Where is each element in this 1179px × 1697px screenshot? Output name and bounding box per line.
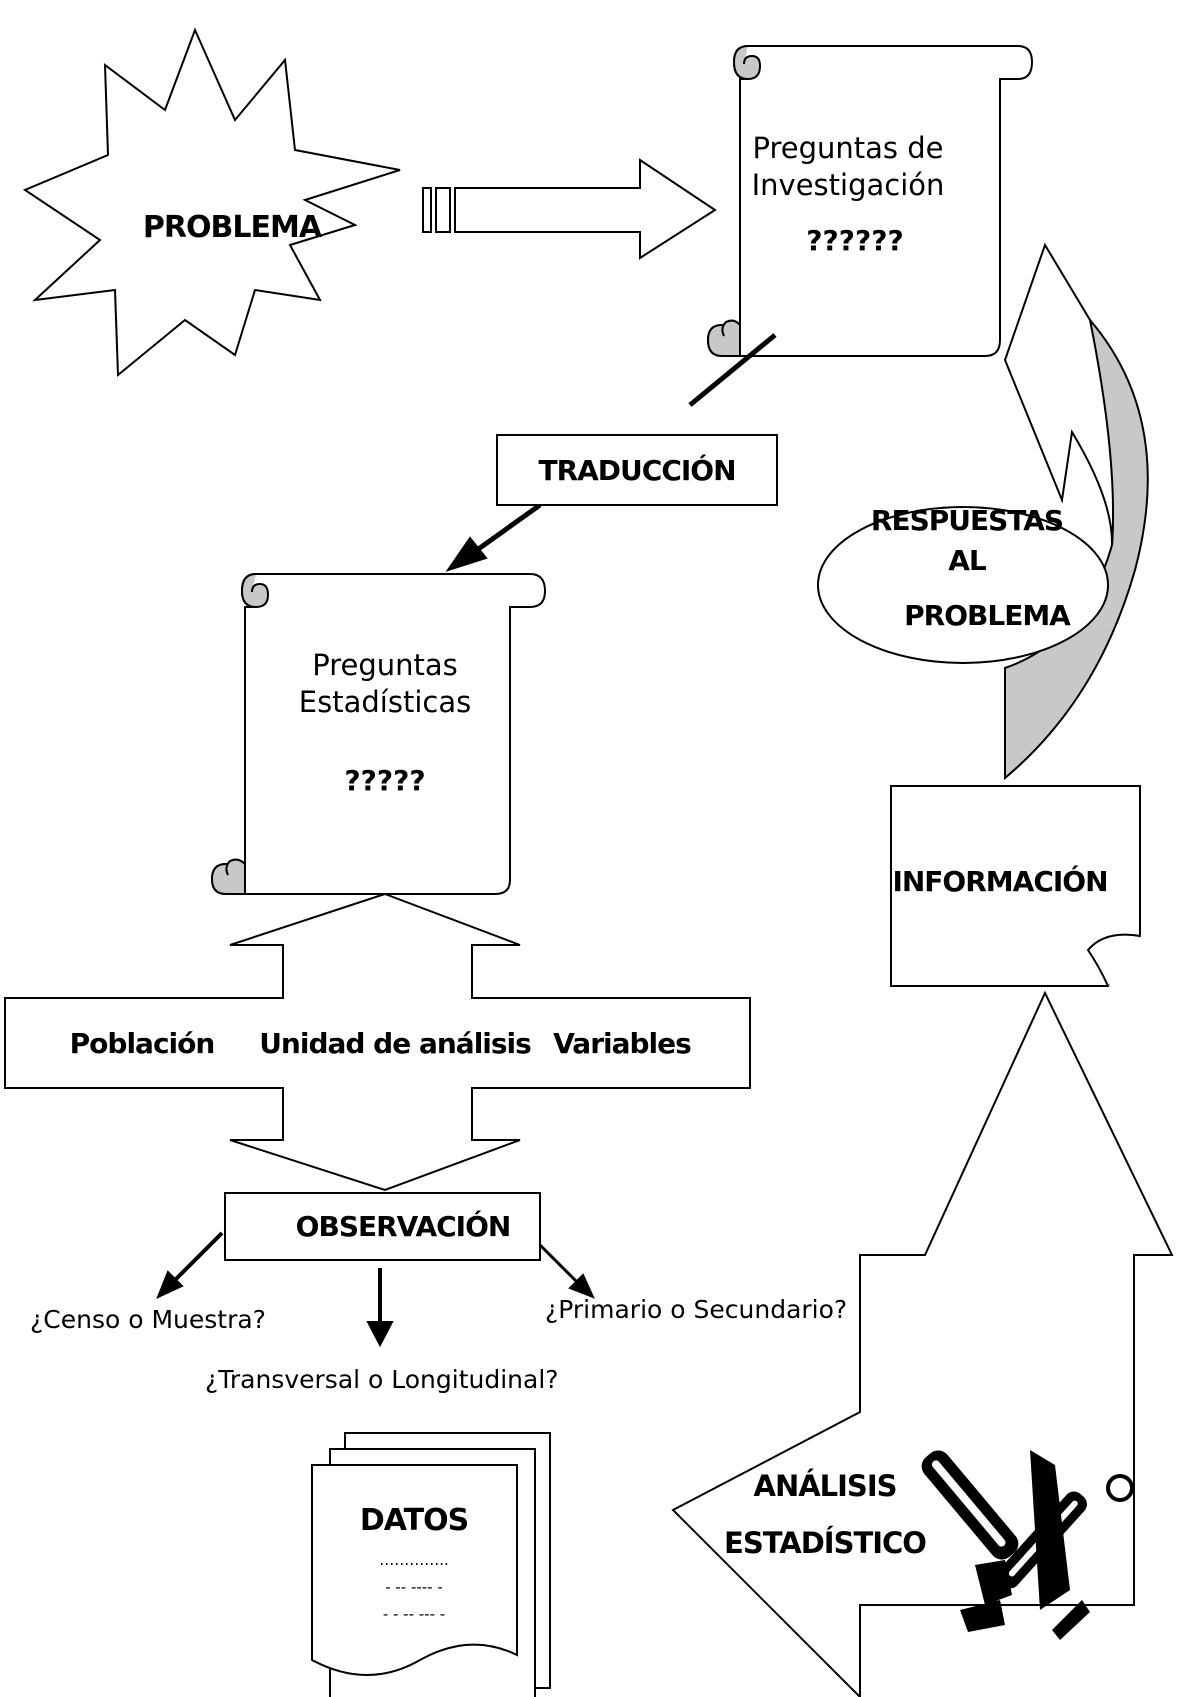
research-marks: ??????: [806, 224, 903, 257]
answers-line3: PROBLEMA: [904, 599, 1071, 632]
information-label: INFORMACIÓN: [892, 864, 1107, 898]
data-label: DATOS: [360, 1503, 468, 1538]
unit-label: Unidad de análisis: [259, 1027, 531, 1060]
answers-ellipse: [817, 506, 1109, 664]
definition-band: [4, 892, 751, 1192]
problem-label: PROBLEMA: [143, 210, 323, 245]
stats-scroll: [210, 573, 547, 895]
data-line1: …………..: [379, 1551, 449, 1569]
research-line2: Investigación: [752, 168, 945, 202]
arrow-source: [538, 1243, 582, 1287]
research-line1: Preguntas de: [753, 131, 944, 165]
answers-line1: RESPUESTAS: [871, 504, 1063, 537]
observation-label: OBSERVACIÓN: [296, 1209, 511, 1243]
translation-box: [496, 434, 778, 506]
translation-label: TRADUCCIÓN: [538, 453, 735, 487]
stats-marks: ?????: [344, 764, 425, 797]
stats-line2: Estadísticas: [299, 685, 471, 719]
analysis-bent-arrow: [671, 990, 1174, 1697]
analysis-line2: ESTADÍSTICO: [724, 1526, 926, 1560]
translation-line-bottom: [468, 502, 542, 558]
document-stack-icon: [311, 1432, 551, 1697]
starburst-icon: [22, 27, 401, 378]
data-line3: - - -- --- -: [383, 1605, 445, 1623]
information-page-curl: [1086, 933, 1141, 987]
return-curved-arrow-head: [1003, 242, 1115, 546]
variables-label: Variables: [553, 1027, 691, 1060]
translation-line-top: [688, 333, 777, 407]
scroll-icon: [210, 573, 547, 895]
option-census: ¿Censo o Muestra?: [30, 1305, 266, 1334]
answers-line2: AL: [948, 544, 987, 577]
option-time: ¿Transversal o Longitudinal?: [205, 1365, 559, 1394]
research-scroll: [706, 45, 1034, 357]
analysis-line1: ANÁLISIS: [754, 1469, 897, 1503]
tools-icon: [921, 1450, 1134, 1640]
population-label: Población: [70, 1027, 215, 1060]
arrow-census: [168, 1231, 224, 1287]
hollow-arrow-right: [422, 158, 717, 260]
stats-line1: Preguntas: [312, 648, 458, 682]
option-source: ¿Primario o Secundario?: [545, 1295, 847, 1324]
data-line2: - -- ---- -: [385, 1578, 443, 1596]
observation-box: [224, 1192, 541, 1261]
translation-arrowhead: [445, 536, 488, 572]
